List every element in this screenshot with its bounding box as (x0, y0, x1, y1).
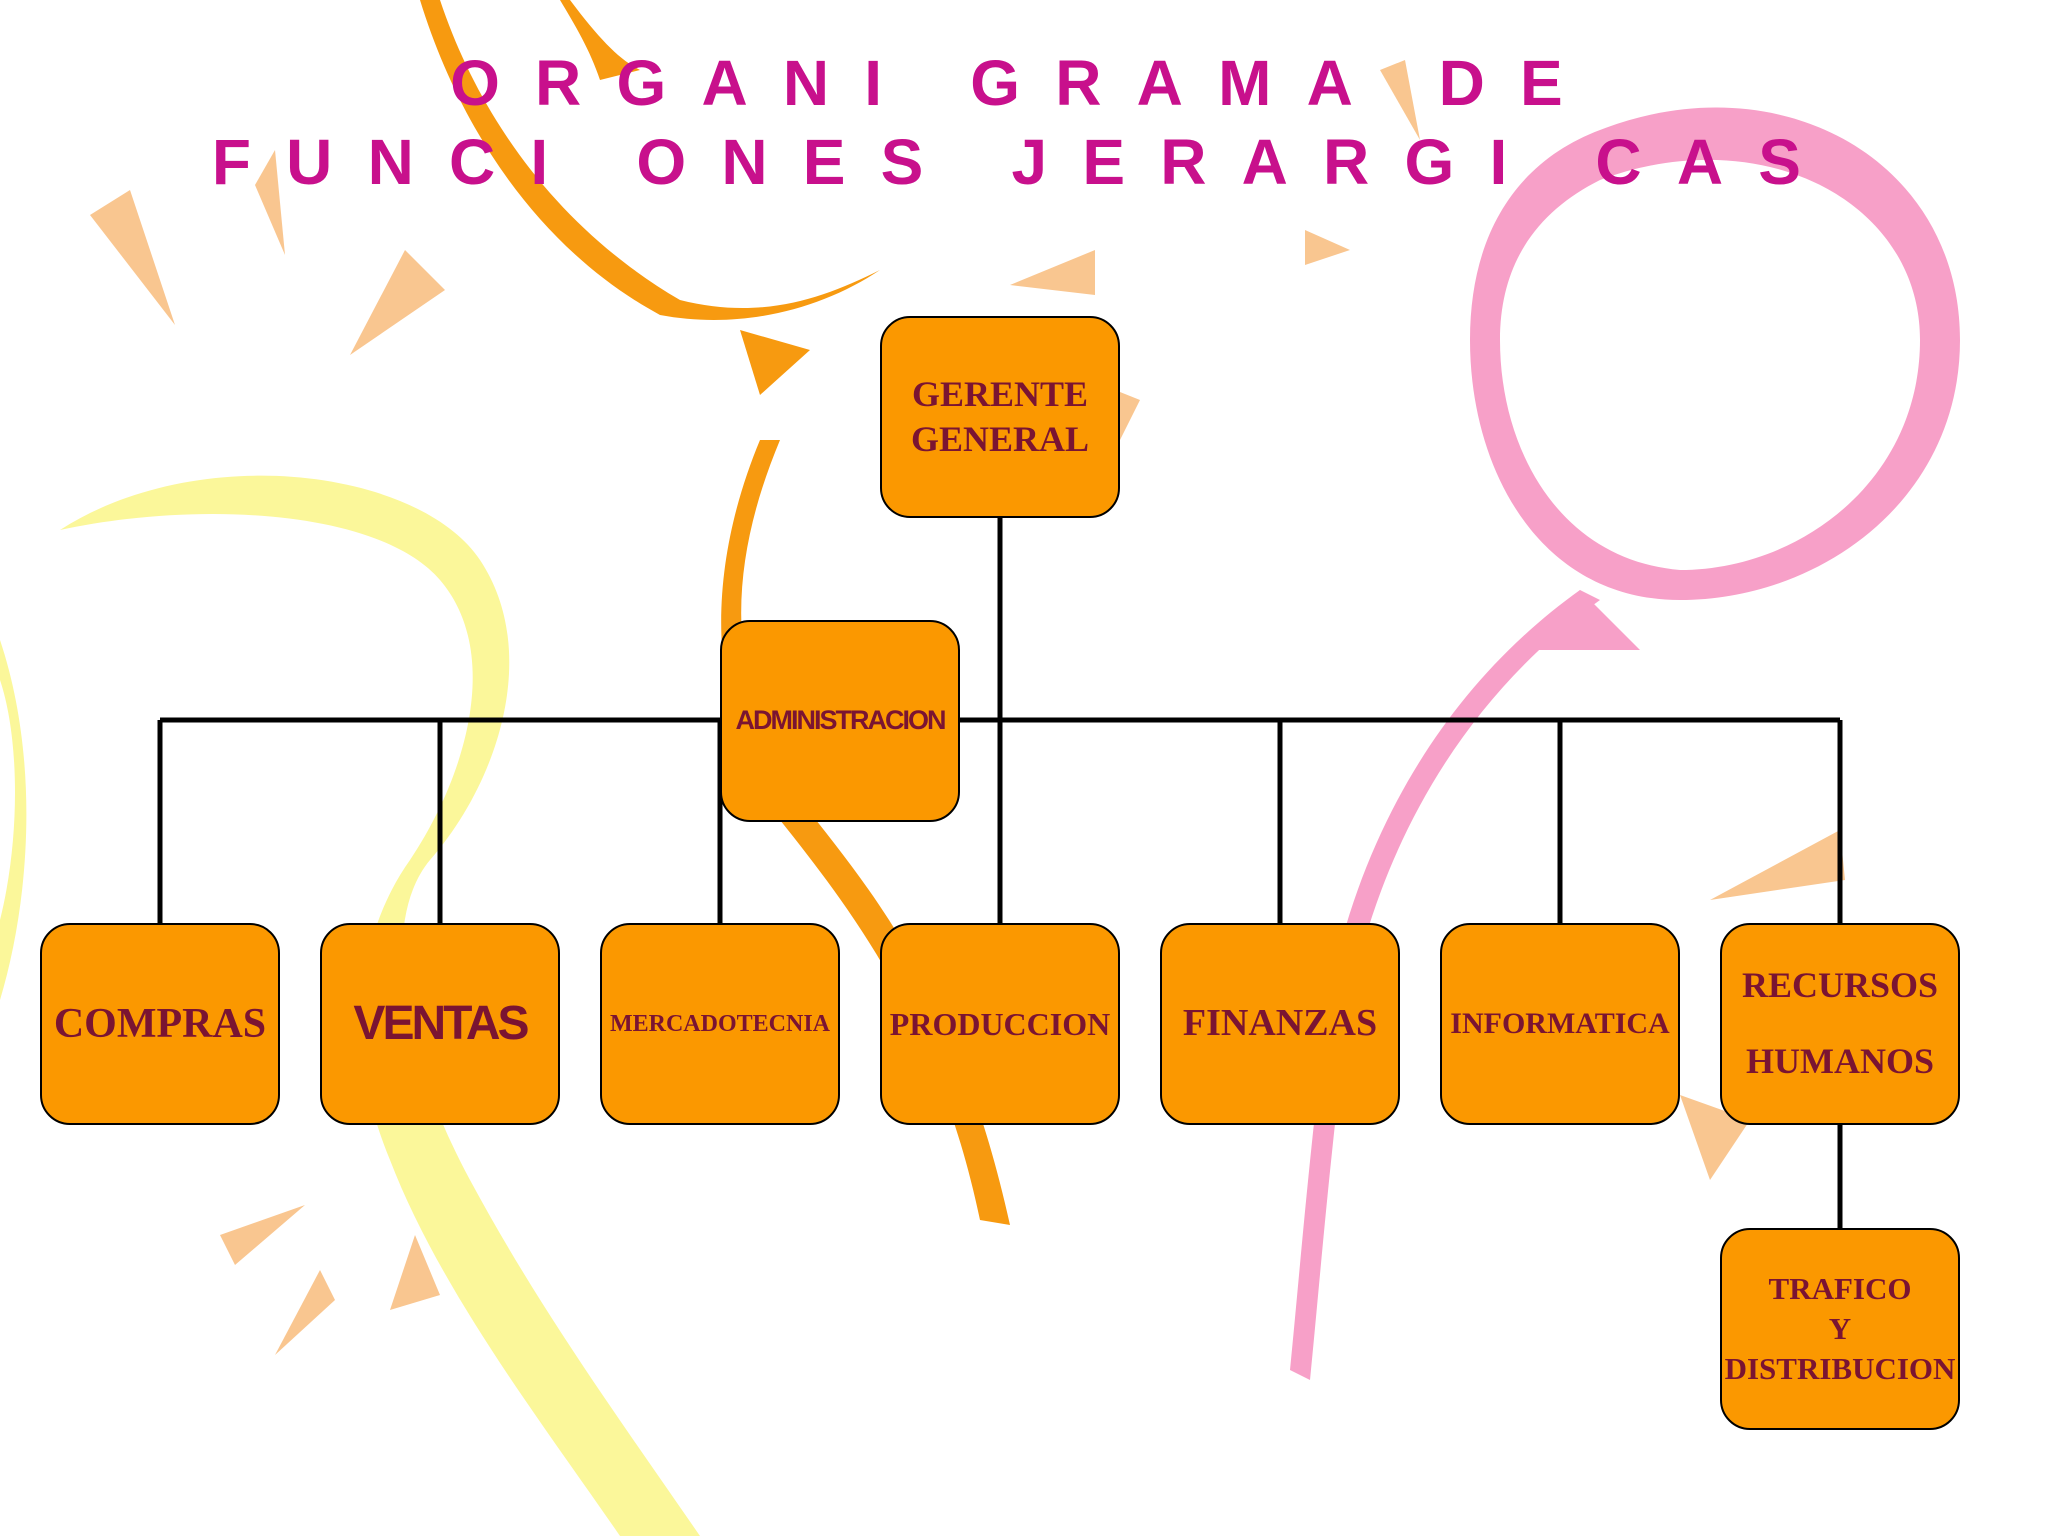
node-informatica: INFORMATICA (1440, 923, 1680, 1125)
node-ventas: VENTAS (320, 923, 560, 1125)
node-gerente-general: GERENTE GENERAL (880, 316, 1120, 518)
node-finanzas: FINANZAS (1160, 923, 1400, 1125)
node-administracion: ADMINISTRACION (720, 620, 960, 822)
node-mercadotecnia: MERCADOTECNIA (600, 923, 840, 1125)
node-trafico-distribucion: TRAFICO Y DISTRIBUCION (1720, 1228, 1960, 1430)
node-produccion: PRODUCCION (880, 923, 1120, 1125)
node-recursos-humanos: RECURSOS HUMANOS (1720, 923, 1960, 1125)
node-compras: COMPRAS (40, 923, 280, 1125)
